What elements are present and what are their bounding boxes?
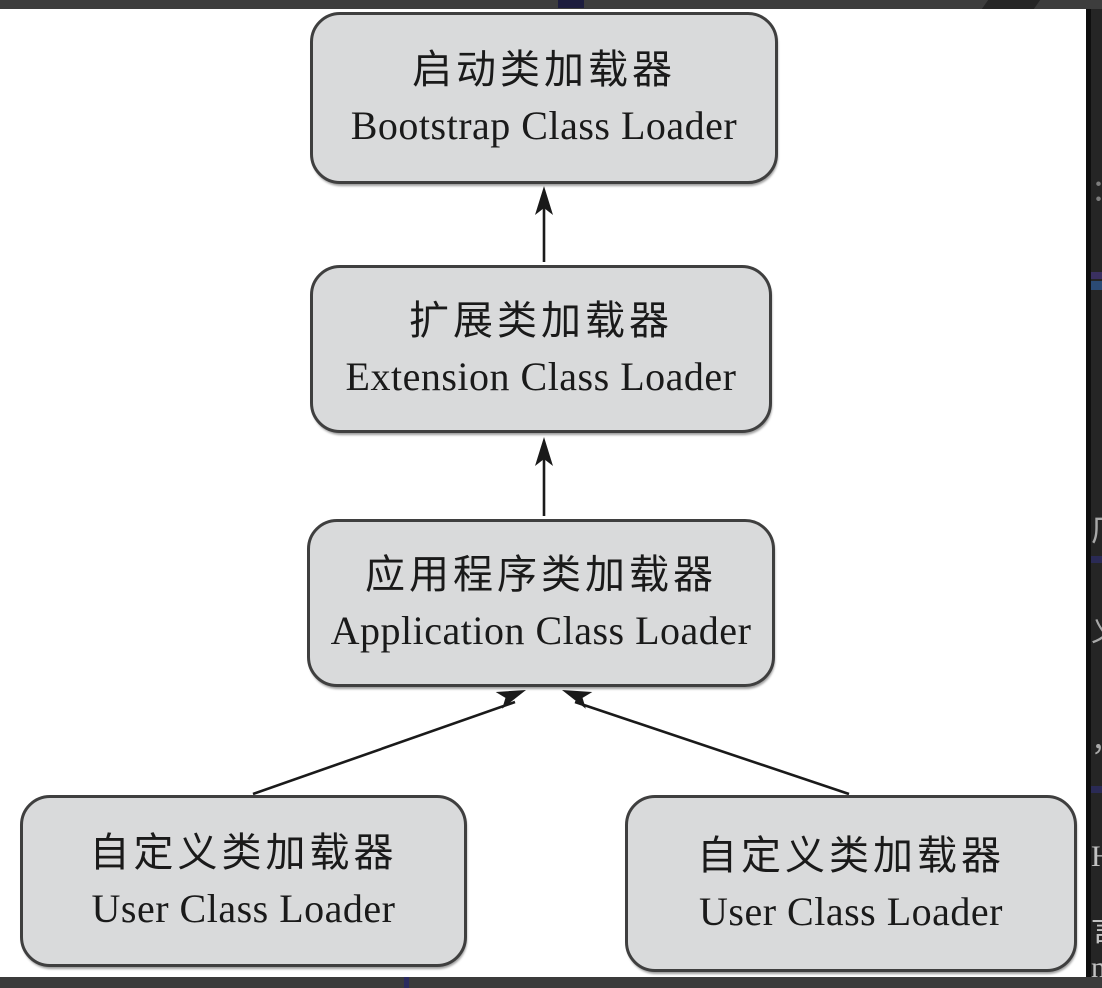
color-patch-navy — [1091, 786, 1102, 793]
arrow-user-left-to-application — [252, 690, 526, 796]
right-edge-divider-line — [1086, 9, 1091, 977]
node-user-class-loader-right: 自定义类加载器 User Class Loader — [625, 795, 1077, 972]
node-label-zh: 自定义类加载器 — [697, 832, 1005, 878]
color-patch-purple — [1091, 272, 1102, 279]
clipped-glyph: 义 — [1091, 617, 1102, 647]
clipped-glyph: H — [1091, 842, 1102, 872]
color-patch-navy — [1091, 556, 1102, 563]
top-edge-band — [0, 0, 1102, 9]
node-label-en: User Class Loader — [91, 886, 396, 931]
clipped-glyph: ， — [1091, 727, 1102, 757]
top-edge-dark-smudge — [981, 0, 1041, 9]
node-extension-class-loader: 扩展类加载器 Extension Class Loader — [310, 265, 772, 433]
arrow-user-right-to-application — [562, 690, 850, 796]
node-application-class-loader: 应用程序类加载器 Application Class Loader — [307, 519, 775, 687]
clipped-glyph: （ — [1091, 209, 1102, 239]
node-label-en: Extension Class Loader — [345, 354, 737, 399]
clipped-glyph: 言 — [1091, 917, 1102, 947]
node-label-zh: 应用程序类加载器 — [365, 552, 717, 597]
clipped-glyph: 厂 — [1091, 517, 1102, 547]
clipped-glyph: ： — [1091, 177, 1102, 207]
right-edge-band: ： （ 厂 义 ， H 言 n — [1091, 9, 1102, 977]
node-label-en: Bootstrap Class Loader — [350, 103, 738, 148]
color-patch-blue — [1091, 281, 1102, 290]
node-label-en: User Class Loader — [699, 888, 1003, 934]
node-label-zh: 扩展类加载器 — [409, 298, 673, 343]
node-user-class-loader-left: 自定义类加载器 User Class Loader — [20, 795, 467, 967]
clipped-glyph: n — [1091, 953, 1102, 977]
node-label-en: Application Class Loader — [330, 608, 752, 653]
bottom-edge-navy-tick — [404, 977, 409, 988]
bottom-edge-band — [0, 977, 1102, 988]
node-label-zh: 自定义类加载器 — [89, 830, 398, 875]
node-label-zh: 启动类加载器 — [412, 47, 676, 92]
top-edge-navy-smudge — [558, 0, 584, 8]
node-bootstrap-class-loader: 启动类加载器 Bootstrap Class Loader — [310, 12, 778, 184]
arrow-application-to-extension — [535, 437, 553, 516]
arrow-extension-to-bootstrap — [535, 186, 553, 262]
